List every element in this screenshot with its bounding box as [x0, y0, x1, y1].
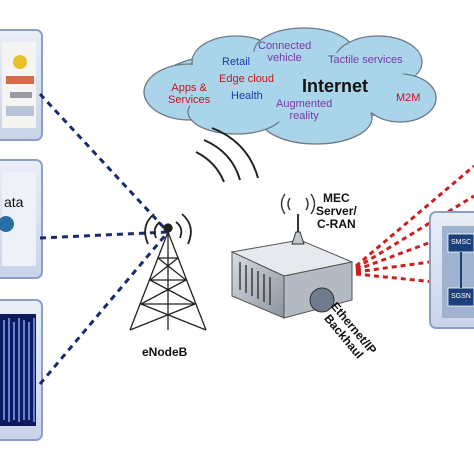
globe-icon — [0, 216, 14, 232]
cloud-item-connected: Connected vehicle — [258, 40, 312, 64]
sgsn-label: SGSN — [451, 293, 471, 300]
wireless-waves-tower — [144, 213, 192, 245]
link-middle — [39, 230, 169, 240]
left-panel-middle — [0, 159, 43, 279]
globe-icon — [309, 287, 335, 313]
link-top — [38, 92, 170, 234]
right-core-panel — [429, 211, 474, 329]
cloud-item-tactile: Tactile services — [328, 54, 403, 66]
mec-server-label: MEC Server/ C-RAN — [316, 191, 357, 231]
internet-cloud — [143, 27, 437, 145]
panel-middle-text: ata — [4, 194, 24, 210]
cloud-item-retail: Retail — [222, 56, 251, 68]
cloud-item-augmented: Augmented reality — [276, 98, 333, 122]
link-bottom — [38, 231, 170, 385]
left-panel-bottom — [0, 299, 43, 441]
left-panel-top — [0, 29, 43, 141]
mec-server — [230, 193, 354, 319]
enodeb-label: eNodeB — [142, 345, 188, 359]
cloud-item-m2m: M2M — [396, 92, 421, 104]
enodeb-tower — [129, 223, 207, 331]
smsc-label: SMSC — [451, 239, 472, 246]
cloud-item-edge: Edge cloud — [219, 73, 275, 85]
vehicle-icon — [13, 55, 27, 69]
wireless-waves-cloud — [195, 127, 259, 183]
left-links — [38, 92, 170, 385]
cloud-title: Internet — [302, 76, 369, 96]
cloud-item-apps: Apps & Services — [168, 82, 211, 106]
cloud-item-health: Health — [231, 90, 263, 102]
